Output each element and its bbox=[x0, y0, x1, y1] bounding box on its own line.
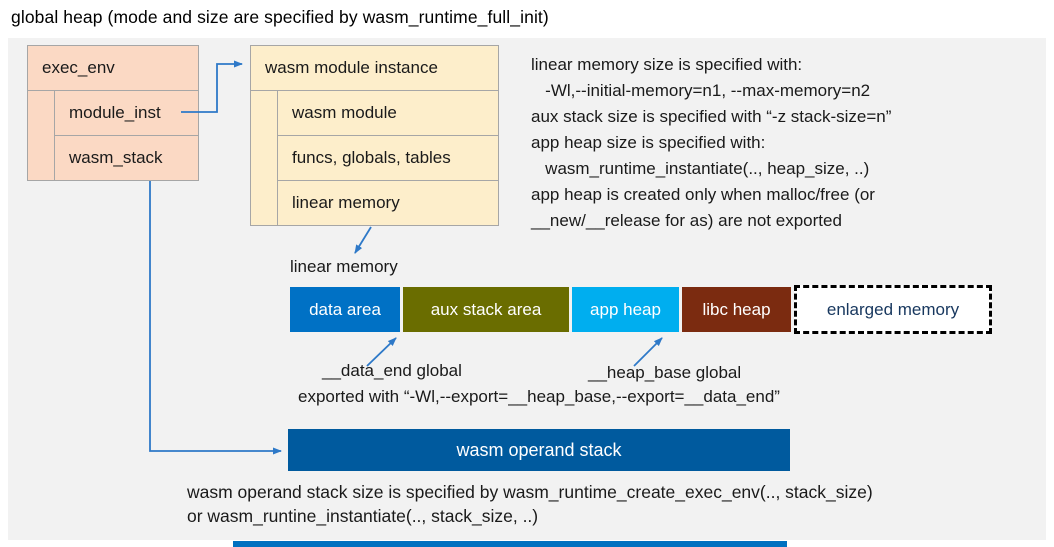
note-line: -Wl,--initial-memory=n1, --max-memory=n2 bbox=[531, 81, 871, 100]
module-instance-row-funcs-globals-tables: funcs, globals, tables bbox=[278, 135, 498, 180]
exec-env-row-module-inst: module_inst bbox=[69, 103, 161, 122]
module-instance-row-linear-memory: linear memory bbox=[278, 180, 498, 225]
exec-env-box: exec_env module_inst wasm_stack bbox=[27, 45, 199, 181]
note-line: linear memory size is specified with: bbox=[531, 55, 803, 74]
bottom-accent-strip bbox=[233, 541, 787, 547]
data-end-global-label: __data_end global bbox=[322, 361, 462, 380]
exported-with-note: exported with “-Wl,--export=__heap_base,… bbox=[298, 387, 780, 406]
note-line: aux stack size is specified with “-z sta… bbox=[531, 107, 892, 126]
module-instance-box: wasm module instance wasm module funcs, … bbox=[250, 45, 499, 226]
memory-size-notes: linear memory size is specified with: -W… bbox=[531, 52, 891, 234]
segment-aux-stack-area: aux stack area bbox=[403, 287, 569, 332]
segment-app-heap: app heap bbox=[572, 287, 679, 332]
module-instance-indent bbox=[251, 91, 278, 225]
module-instance-header: wasm module instance bbox=[251, 46, 498, 91]
heap-base-global-label: __heap_base global bbox=[588, 363, 742, 382]
module-instance-row-wasm-module: wasm module bbox=[292, 103, 397, 122]
segment-libc-heap: libc heap bbox=[682, 287, 791, 332]
note-line: wasm_runtime_instantiate(.., heap_size, … bbox=[531, 159, 870, 178]
footer-note-line1: wasm operand stack size is specified by … bbox=[187, 482, 873, 502]
segment-data-area: data area bbox=[290, 287, 400, 332]
page-title: global heap (mode and size are specified… bbox=[11, 7, 549, 27]
exec-env-row-wasm-stack: wasm_stack bbox=[55, 135, 198, 180]
exec-env-header: exec_env bbox=[28, 46, 198, 91]
linear-memory-label: linear memory bbox=[290, 257, 398, 276]
linear-memory-bar: data area aux stack area app heap libc h… bbox=[290, 287, 791, 332]
exec-env-indent bbox=[28, 91, 55, 180]
note-line: __new/__release for as) are not exported bbox=[531, 211, 842, 230]
footer-note-line2: or wasm_runtine_instantiate(.., stack_si… bbox=[187, 506, 539, 526]
note-line: app heap size is specified with: bbox=[531, 133, 766, 152]
wasm-operand-stack-bar: wasm operand stack bbox=[288, 429, 790, 471]
note-line: app heap is created only when malloc/fre… bbox=[531, 185, 875, 204]
segment-enlarged-memory: enlarged memory bbox=[794, 285, 992, 334]
